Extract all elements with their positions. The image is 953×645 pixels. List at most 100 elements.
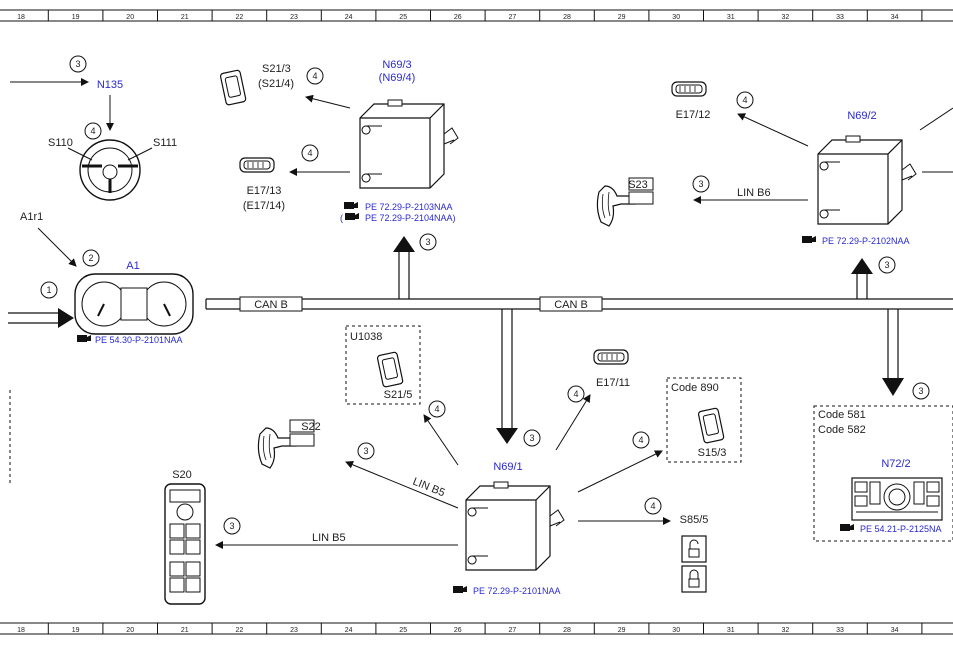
bottom-ruler-number: 26	[454, 627, 462, 634]
callout-circle	[692, 175, 710, 193]
top-ruler-number: 33	[836, 14, 844, 21]
callout-number: 3	[363, 446, 368, 456]
switch-icon	[376, 351, 404, 388]
s22-label: S22	[301, 421, 321, 433]
steering-wheel-icon	[79, 139, 141, 201]
book-reference-icon	[840, 524, 854, 531]
callout-circle	[523, 429, 541, 447]
lin-b6-label: LIN B6	[737, 187, 771, 199]
top-ruler-number: 22	[236, 14, 244, 21]
callout-number: 1	[46, 285, 51, 295]
callout-circle	[82, 249, 100, 267]
bottom-ruler-number: 21	[181, 627, 189, 634]
callout-circle	[428, 400, 446, 418]
can-b-label-right: CAN B	[554, 299, 588, 311]
top-ruler-number: 34	[891, 14, 899, 21]
bottom-ruler-number: 30	[672, 627, 680, 634]
s85-5-label: S85/5	[680, 514, 709, 526]
e17-13-label: E17/13	[247, 185, 282, 197]
a1-label: A1	[126, 260, 139, 272]
lock-icon	[681, 565, 707, 593]
s110-label: S110	[48, 137, 73, 149]
e17-11-label: E17/11	[596, 377, 630, 389]
control-panel-icon	[851, 477, 943, 521]
a1r1-label: A1r1	[20, 211, 43, 223]
bottom-ruler-number: 33	[836, 627, 844, 634]
switch-icon	[219, 69, 247, 106]
top-ruler-number: 21	[181, 14, 189, 21]
n135-label: N135	[97, 79, 123, 91]
callout-circle	[736, 91, 754, 109]
top-ruler-number: 30	[672, 14, 680, 21]
n69-4-label: (N69/4)	[379, 72, 416, 84]
switch-icon	[697, 407, 725, 444]
book-reference-icon	[802, 236, 816, 243]
callout-circle	[40, 281, 58, 299]
callout-number: 3	[425, 237, 430, 247]
callout-number: 4	[90, 126, 95, 136]
callout-number: 4	[638, 435, 643, 445]
bottom-ruler-number: 20	[126, 627, 134, 634]
code-581-label: Code 581	[818, 409, 866, 421]
n69-3-ref-b: PE 72.29-P-2104NAA)	[365, 213, 456, 223]
callout-circle	[878, 256, 896, 274]
callout-number: 3	[884, 260, 889, 270]
n69-3-ref-a: PE 72.29-P-2103NAA	[365, 202, 453, 212]
control-unit-icon	[465, 481, 565, 571]
bottom-ruler-number: 34	[891, 627, 899, 634]
bottom-ruler-number: 24	[345, 627, 353, 634]
book-reference-icon	[345, 213, 359, 220]
callout-number: 4	[307, 148, 312, 158]
bottom-ruler-number: 23	[290, 627, 298, 634]
callout-number: 4	[573, 389, 578, 399]
callout-circle	[912, 382, 930, 400]
top-ruler	[0, 9, 953, 22]
callout-circle	[306, 67, 324, 85]
callout-number: 3	[75, 59, 80, 69]
s21-5-label: S21/5	[384, 389, 413, 401]
top-ruler-number: 19	[72, 14, 80, 21]
book-reference-icon	[77, 335, 91, 342]
n72-2-ref: PE 54.21-P-2125NA	[860, 524, 942, 534]
n69-1-ref: PE 72.29-P-2101NAA	[473, 586, 561, 596]
top-ruler-number: 32	[782, 14, 790, 21]
top-ruler-number: 23	[290, 14, 298, 21]
control-unit-icon	[817, 135, 917, 225]
top-ruler-number: 20	[126, 14, 134, 21]
bottom-ruler-number: 18	[17, 627, 25, 634]
control-unit-icon	[359, 99, 459, 189]
callout-circle	[69, 55, 87, 73]
callout-number: 4	[434, 404, 439, 414]
n69-3-label: N69/3	[382, 59, 411, 71]
callout-number: 4	[742, 95, 747, 105]
bottom-ruler-number: 19	[72, 627, 80, 634]
s15-3-label: S15/3	[698, 447, 727, 459]
callout-number: 3	[698, 179, 703, 189]
code-890-label: Code 890	[671, 382, 719, 394]
book-reference-icon	[453, 586, 467, 593]
bottom-ruler-number: 31	[727, 627, 735, 634]
callout-circle	[357, 442, 375, 460]
code-890-box	[666, 377, 742, 463]
callout-circle	[301, 144, 319, 162]
u1038-label: U1038	[350, 331, 382, 343]
callout-number: 4	[650, 501, 655, 511]
n69-3-ref-paren: (	[340, 213, 343, 223]
bottom-ruler-number: 25	[399, 627, 407, 634]
u1038-box	[345, 325, 421, 405]
top-ruler-number: 27	[509, 14, 517, 21]
top-ruler-number: 26	[454, 14, 462, 21]
n72-2-label: N72/2	[881, 458, 910, 470]
bottom-ruler-number: 22	[236, 627, 244, 634]
callout-number: 3	[529, 433, 534, 443]
e17-12-label: E17/12	[676, 109, 711, 121]
top-ruler-number: 29	[618, 14, 626, 21]
s21-4-label: (S21/4)	[258, 78, 294, 90]
top-ruler-number: 24	[345, 14, 353, 21]
callout-circle	[84, 122, 102, 140]
top-ruler-number: 25	[399, 14, 407, 21]
n69-2-ref: PE 72.29-P-2102NAA	[822, 236, 910, 246]
callout-circle	[223, 517, 241, 535]
